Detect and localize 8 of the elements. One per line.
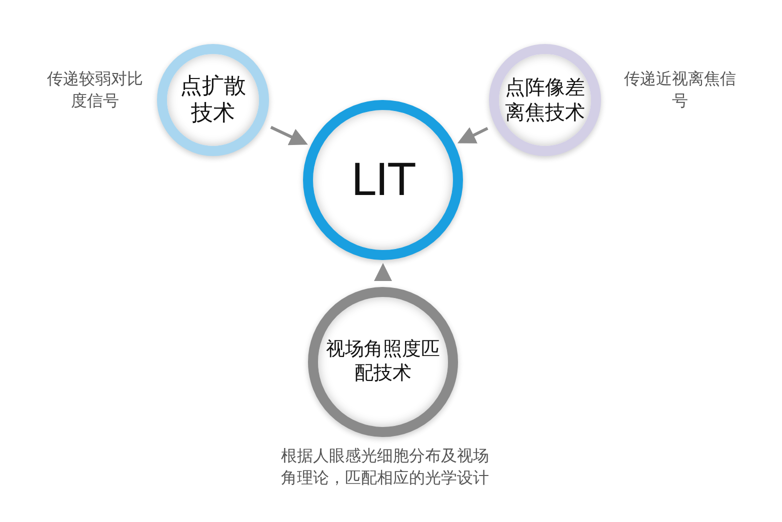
description-text: 根据人眼感光细胞分布及视场角理论，匹配相应的光学设计 [280, 445, 490, 489]
description-text: 传递近视离焦信号 [623, 68, 737, 112]
node-label: 视场角照度匹配技术 [325, 338, 441, 386]
node-label: 点扩散技术 [179, 72, 247, 128]
node-label: 点阵像差离焦技术 [504, 75, 586, 125]
description-text: 传递较弱对比度信号 [46, 68, 144, 112]
arrow [374, 263, 392, 281]
node-label: LIT [350, 154, 416, 208]
